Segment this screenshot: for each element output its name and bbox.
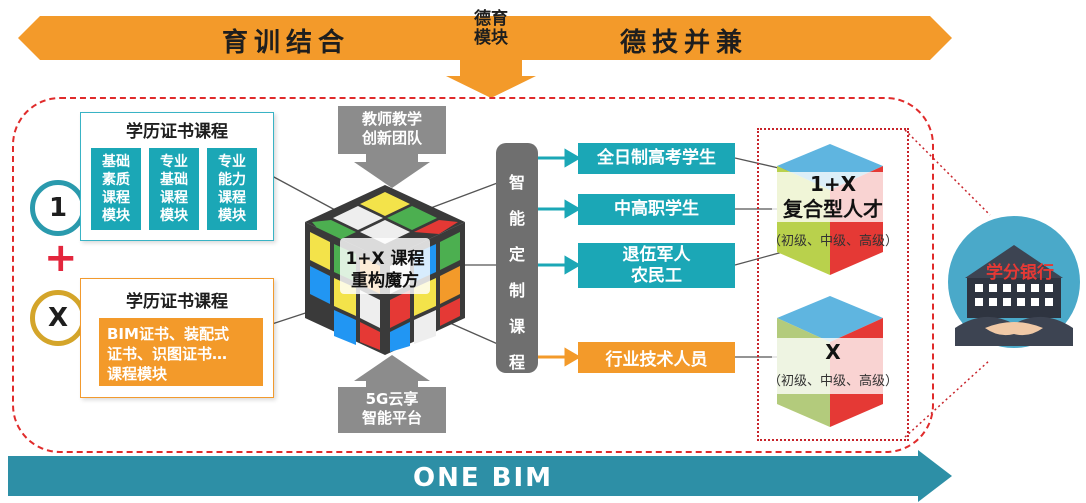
target-veterans-workers: 退伍军人 农民工 [578,243,735,288]
top-banner-arrow [18,16,952,98]
target-1-label: 全日制高考学生 [597,148,716,168]
module-professional-basic: 专业基础课程模块 [149,148,199,230]
top-banner-center-line1: 德育 [474,9,508,29]
top-banner-left-text: 育训结合 [222,28,351,58]
platform-line2: 智能平台 [361,409,422,427]
teacher-team-line1: 教师教学 [361,110,422,128]
vert-char-1: 智 [508,173,525,192]
degree-course-card-2-title: 学历证书课程 [126,292,228,312]
target-vocational-students: 中高职学生 [578,194,735,225]
target-industry-technicians: 行业技术人员 [578,342,735,373]
vert-char-6: 程 [508,353,525,372]
result-1-overlay [772,172,890,222]
credit-bank-label: 学分银行 [986,263,1054,283]
target-4-label: 行业技术人员 [605,350,708,370]
result-2-sub: （初级、中级、高级） [767,374,898,389]
one-circle-label: 1 [48,193,68,223]
module-3-line1: 专业 [218,154,246,170]
module-row: 基础素质课程模块 专业基础课程模块 专业能力课程模块 [91,148,273,230]
smart-custom-course-box: 智 能 定 制 课 程 [496,143,538,373]
module-1-line3: 课程 [102,190,130,206]
module-2-line1: 专业 [160,154,188,170]
target-3-line2: 农民工 [631,265,682,286]
module-2-line4: 模块 [160,208,188,224]
certificate-line3: 课程模块 [107,365,168,383]
top-banner-center-text: 德育 模块 [462,10,520,48]
module-1-line4: 模块 [102,208,130,224]
top-banner-right-text: 德技并兼 [620,28,749,58]
teacher-team-line2: 创新团队 [361,129,422,147]
platform-text: 5G云享 智能平台 [338,390,446,428]
cube-label-line2: 重构魔方 [351,271,419,291]
module-professional-ability: 专业能力课程模块 [207,148,257,230]
teacher-team-arrow [338,106,446,188]
one-circle: 1 [30,180,86,236]
bottom-banner-arrow [8,450,952,502]
vert-char-4: 制 [508,281,525,300]
result-1-title: 1+X 复合型人才 [760,172,906,222]
teacher-team-text: 教师教学 创新团队 [338,110,446,148]
cube-label: 1+X 课程 重构魔方 [335,248,435,292]
result-1-sub: （初级、中级、高级） [767,234,898,249]
result-1-line2: 复合型人才 [783,197,883,221]
result-2-overlay [772,338,890,394]
result-2-title: X [825,340,841,364]
result-1-line1: 1+X [809,172,857,196]
degree-course-card-1-title: 学历证书课程 [126,122,228,142]
module-2-line3: 课程 [160,190,188,206]
module-1-line1: 基础 [102,154,130,170]
degree-course-card-1: 学历证书课程 基础素质课程模块 专业基础课程模块 专业能力课程模块 [80,112,274,241]
module-1-line2: 素质 [102,172,130,188]
certificate-course-block: BIM证书、装配式 证书、识图证书… 课程模块 [99,318,263,386]
target-fulltime-students: 全日制高考学生 [578,143,735,174]
credit-bank-icon [948,216,1080,348]
platform-line1: 5G云享 [365,390,419,408]
certificate-line1: BIM证书、装配式 [107,325,229,343]
top-banner-center-line2: 模块 [474,28,508,48]
module-3-line4: 模块 [218,208,246,224]
module-2-line2: 基础 [160,172,188,188]
plus-sign: + [44,235,78,281]
module-3-line3: 课程 [218,190,246,206]
target-2-label: 中高职学生 [614,199,699,219]
target-3-line1: 退伍军人 [622,244,691,265]
top-banner-shape [18,16,952,60]
platform-arrow [338,355,446,433]
results-frame [757,128,909,441]
x-circle-label: X [47,303,69,333]
rubiks-cube-image [305,185,465,355]
vert-char-5: 课 [508,317,525,336]
module-3-line2: 能力 [218,172,246,188]
cube-label-line1: 1+X 课程 [345,249,425,269]
main-dashed-frame [12,97,934,453]
top-down-arrow [446,60,536,98]
bottom-banner-text: ONE BIM [413,463,554,493]
certificate-line2: 证书、识图证书… [107,345,228,363]
vert-char-3: 定 [508,245,525,264]
degree-course-card-2: 学历证书课程 BIM证书、装配式 证书、识图证书… 课程模块 [80,278,274,398]
module-basic-quality: 基础素质课程模块 [91,148,141,230]
vert-char-2: 能 [508,209,525,228]
x-circle: X [30,290,86,346]
